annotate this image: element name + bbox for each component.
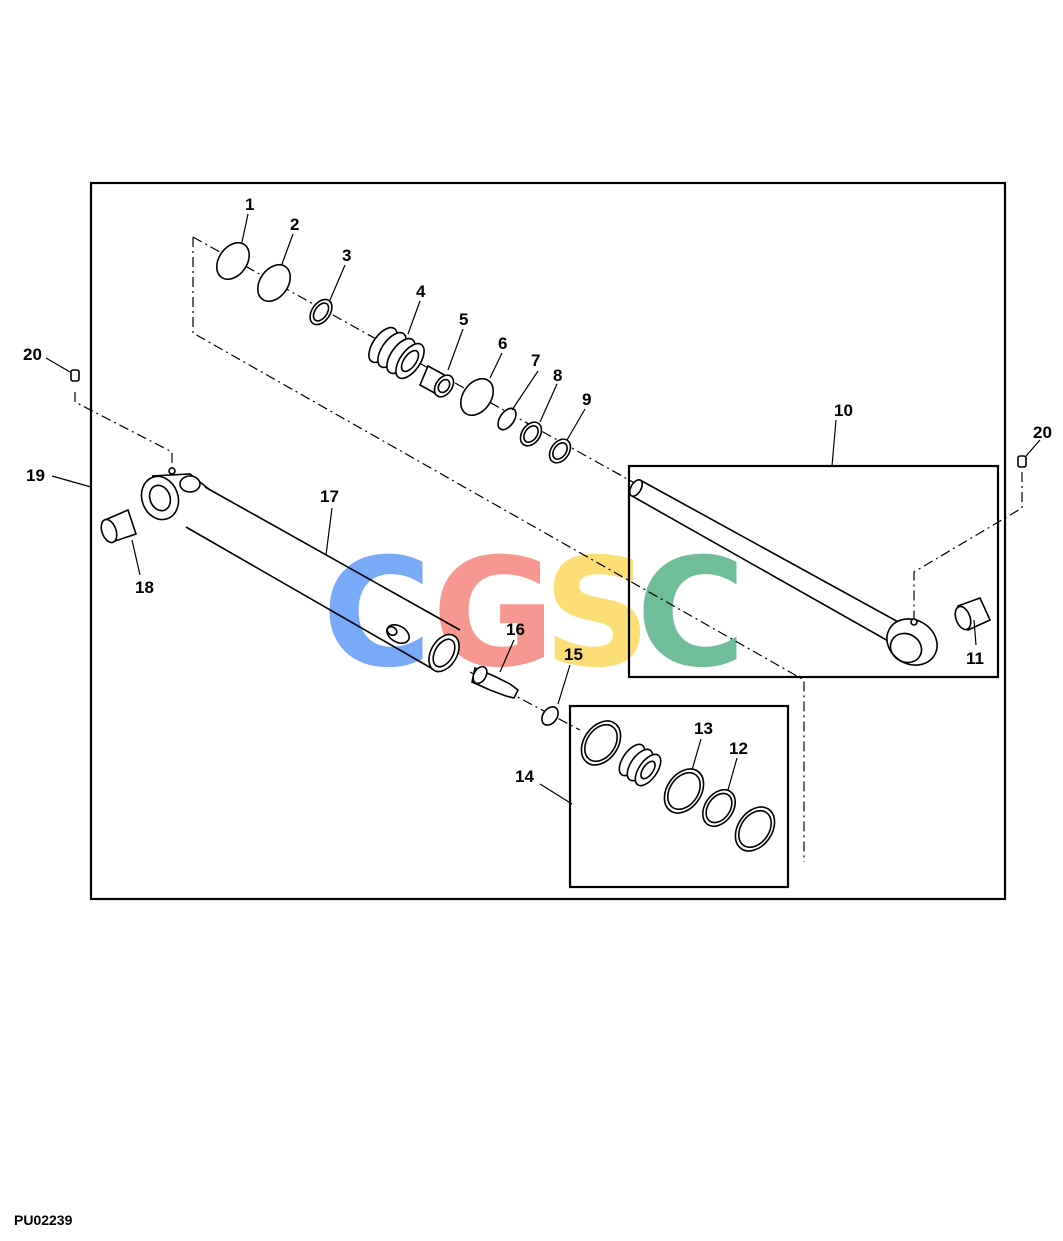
callout-4: 4 <box>416 282 426 301</box>
callout-6: 6 <box>498 334 507 353</box>
watermark-letter-s: S <box>543 527 651 701</box>
part-20-fitting-left <box>70 369 80 382</box>
callout-11: 11 <box>966 649 984 668</box>
seal-kit-parts <box>215 241 572 464</box>
leader-lines <box>45 213 1041 805</box>
callout-18: 18 <box>135 578 154 597</box>
watermark: C G S C <box>322 527 746 701</box>
callout-16: 16 <box>506 620 525 639</box>
callout-19: 19 <box>26 466 45 485</box>
callout-labels: 1 2 3 4 5 6 7 8 9 10 11 12 13 14 15 16 1… <box>23 195 1052 786</box>
part-6-ring <box>459 377 495 417</box>
rod-inset-frame <box>627 464 1000 679</box>
callout-20-left: 20 <box>23 345 42 364</box>
piston-kit-inset-frame <box>568 704 790 889</box>
callout-15: 15 <box>564 645 583 664</box>
callout-3: 3 <box>342 246 351 265</box>
part-20-fitting-right <box>1017 455 1027 468</box>
figure-id: PU02239 <box>14 1212 73 1228</box>
outer-frame <box>89 181 1007 901</box>
part-3-ring <box>309 298 333 326</box>
callout-10: 10 <box>834 401 853 420</box>
part-4-piston <box>368 326 425 380</box>
part-10-rod <box>628 479 938 666</box>
callout-12: 12 <box>729 739 748 758</box>
watermark-letter-c1: C <box>322 527 432 701</box>
callout-5: 5 <box>459 310 468 329</box>
part-14-ring-b <box>734 806 776 852</box>
callout-2: 2 <box>290 215 299 234</box>
callout-20-right: 20 <box>1033 423 1052 442</box>
callout-13: 13 <box>694 719 713 738</box>
part-2-ring <box>256 263 292 303</box>
callout-17: 17 <box>320 487 339 506</box>
watermark-letter-g: G <box>432 527 555 701</box>
part-17-barrel <box>140 467 461 673</box>
part-5-spacer <box>418 364 455 398</box>
part-9-ring <box>548 438 572 464</box>
callout-7: 7 <box>531 351 540 370</box>
callout-14: 14 <box>515 767 534 786</box>
part-11-bushing <box>954 596 992 632</box>
part-7-ring <box>497 407 517 431</box>
part-18-bushing <box>100 508 138 544</box>
part-1-ring <box>215 241 251 281</box>
piston-kit-parts <box>580 720 776 852</box>
grease-fittings <box>70 369 1027 468</box>
callout-1: 1 <box>245 195 254 214</box>
part-15-ring <box>541 706 559 726</box>
part-14-piston <box>618 743 662 787</box>
part-8-ring <box>519 421 543 447</box>
callout-9: 9 <box>582 390 591 409</box>
port-fitting <box>386 624 410 644</box>
callout-8: 8 <box>553 366 562 385</box>
part-12-ring <box>701 788 737 828</box>
part-16-fitting <box>471 665 520 699</box>
watermark-letter-c2: C <box>636 527 746 701</box>
